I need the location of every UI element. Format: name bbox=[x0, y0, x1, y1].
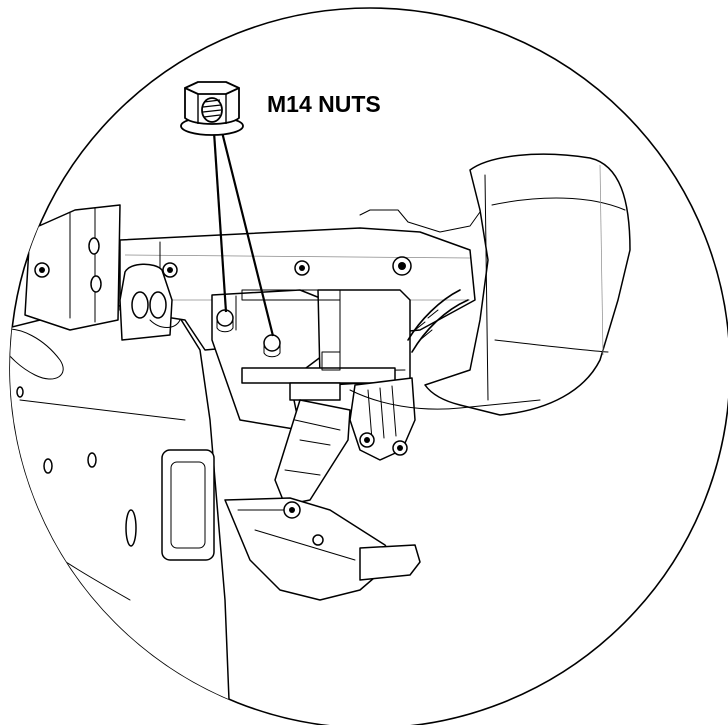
folding-step-arm bbox=[224, 399, 421, 601]
flange-nut-icon bbox=[180, 81, 244, 136]
upper-left-bracket bbox=[10, 204, 121, 380]
bumper-assembly-drawing bbox=[10, 153, 631, 725]
callout-label: M14 NUTS bbox=[267, 91, 381, 117]
tow-hook-bracket bbox=[119, 263, 181, 341]
leader-line-2 bbox=[220, 131, 275, 337]
stud-1 bbox=[216, 309, 234, 327]
frame-rail-plate bbox=[10, 299, 231, 725]
frame-slot-1 bbox=[125, 509, 137, 547]
leader-line-1 bbox=[212, 131, 228, 313]
bumper-end-cap bbox=[349, 153, 631, 416]
frame-square-cutout bbox=[161, 449, 215, 561]
hinge-bracket bbox=[349, 377, 416, 461]
stud-2 bbox=[263, 334, 281, 352]
hitch-box-housing bbox=[241, 289, 411, 401]
